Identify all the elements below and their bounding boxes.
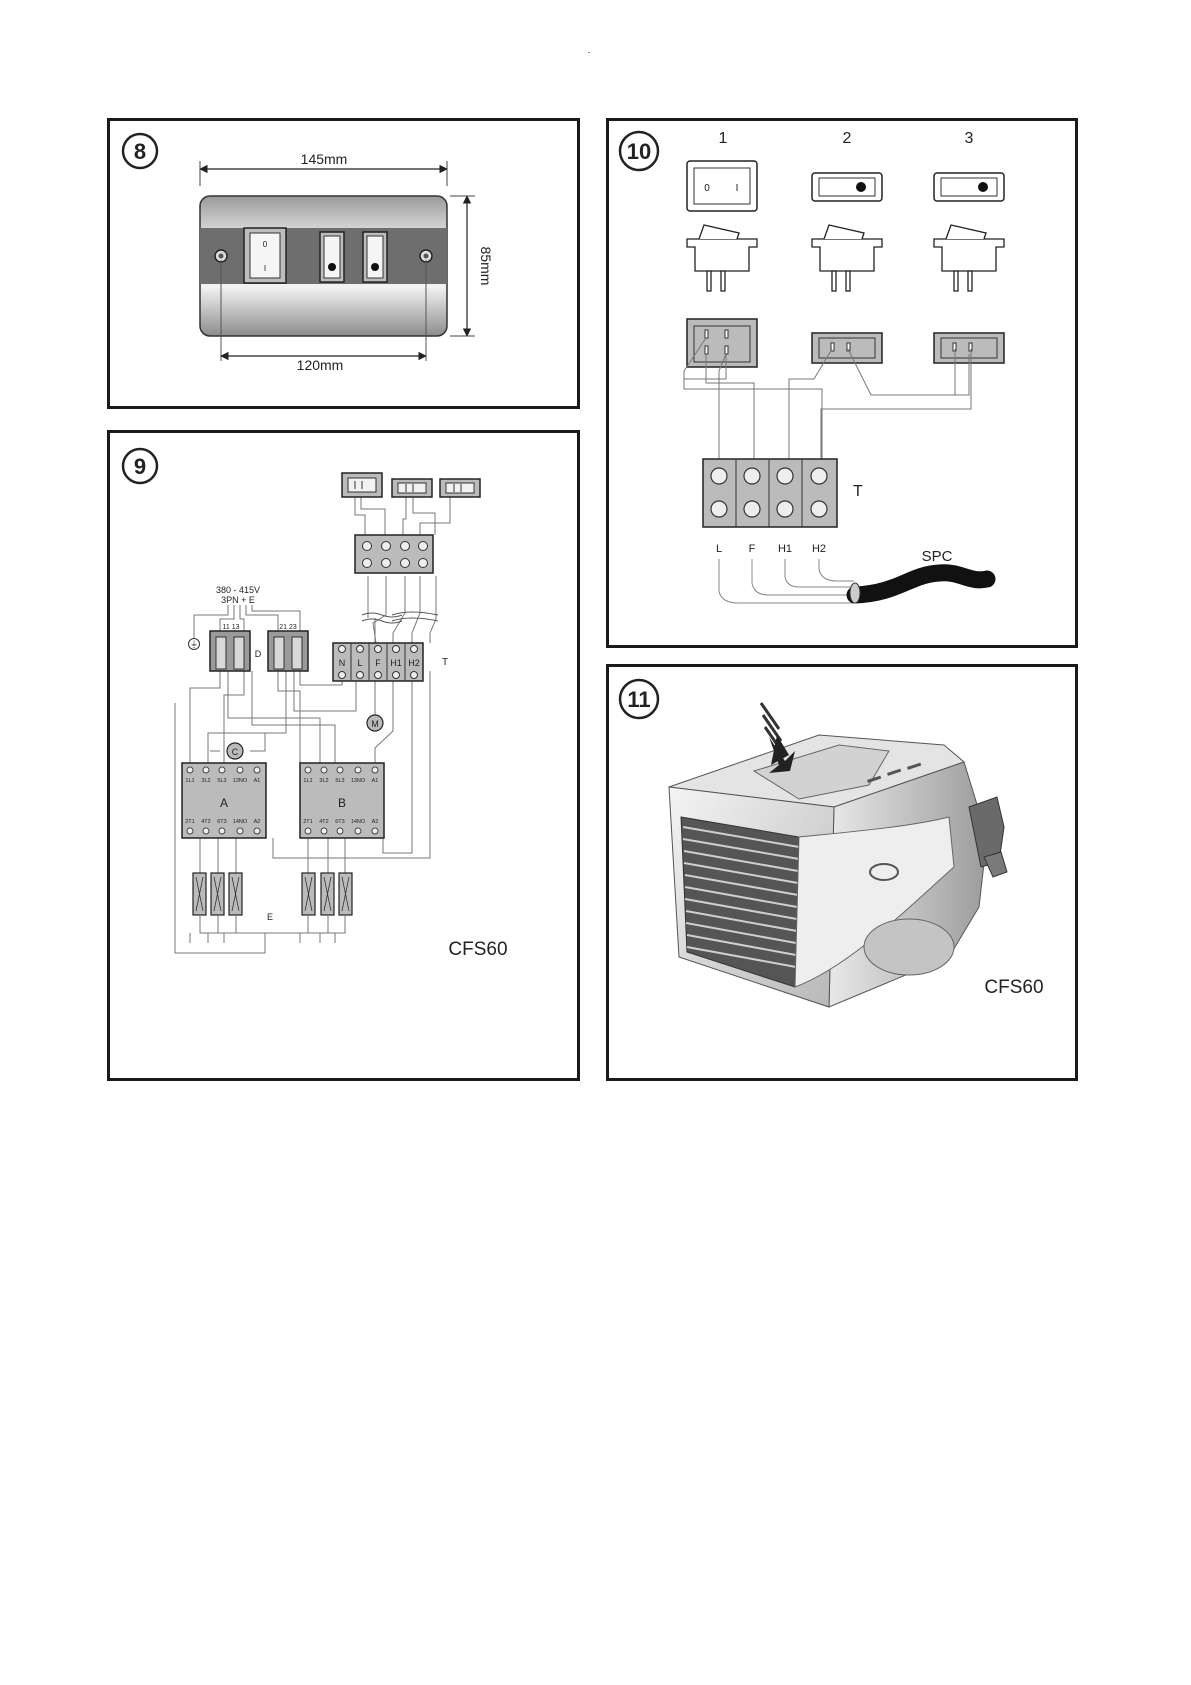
capacitor-icon: C [227, 743, 243, 759]
panel-9-wiring-diagram: 9 [107, 430, 580, 1081]
supply-phase-label: 3PN + E [221, 595, 255, 605]
heater-unit [669, 735, 1007, 1007]
panel-9-number: 9 [134, 454, 146, 479]
earth-icon: ⏚ [189, 639, 200, 650]
contactor-b-pin-a1: A1 [372, 778, 379, 784]
contactor-b-pin-a2: A2 [372, 819, 379, 825]
panel-9-model-label: CFS60 [448, 939, 507, 960]
height-label: 85mm [478, 247, 494, 286]
contactor-b-pin-6t3: 6T3 [335, 819, 344, 825]
isolator-d: 11 13 21 23 D [210, 624, 308, 671]
main-switch-on-mark: I [264, 264, 266, 273]
switch-3-front-view [934, 173, 1004, 201]
panel-11-drawing: 11 [609, 667, 1075, 1078]
terminal-block-label: T [853, 483, 863, 500]
contactor-a-pin-4t2: 4T2 [201, 819, 210, 825]
terminal-f: F [375, 658, 381, 668]
heating-elements [193, 873, 352, 915]
switch-side-pins [707, 271, 972, 291]
contactor-a-pin-1l1: 1L1 [185, 778, 194, 784]
panel-10-drawing: 10 1 2 3 0 I [609, 121, 1075, 645]
switch-number-2: 2 [843, 130, 852, 147]
panel-11-number: 11 [627, 687, 650, 712]
main-terminal-block: N L F H1 H2 [333, 643, 423, 681]
rocker-switch-3 [363, 232, 387, 282]
cable-spc [850, 573, 987, 603]
print-speck [588, 52, 590, 53]
panel-10-number: 10 [627, 139, 651, 164]
switch-block-1 [342, 473, 382, 497]
terminal-h2: H2 [408, 658, 420, 668]
main-terminal-label: T [442, 657, 448, 668]
capacitor-label: C [232, 747, 239, 757]
contactor-b-pin-3l2: 3L2 [319, 778, 328, 784]
isolator-label: D [255, 649, 262, 659]
switch-block-3 [440, 479, 480, 497]
contactor-a-pin-a2: A2 [254, 819, 261, 825]
element-label: E [267, 912, 273, 922]
panel-10-switch-wiring: 10 1 2 3 0 I [606, 118, 1078, 648]
contactor-b-pin-4t2: 4T2 [319, 819, 328, 825]
cable-label: SPC [922, 548, 953, 565]
switch-2-front-view [812, 173, 882, 201]
main-switch-off-mark: 0 [263, 240, 268, 249]
terminal-n: N [339, 658, 346, 668]
earth-symbol: ⏚ [190, 640, 198, 649]
motor-label: M [371, 719, 379, 729]
contactor-a: 1L1 3L2 5L3 13NO A1 2T1 4T2 6T3 14NO A2 … [182, 763, 266, 838]
switch-number-1: 1 [719, 130, 728, 147]
panel-8-drawing: 8 145mm 0 I 85mm 120mm [110, 121, 577, 406]
contactor-a-pin-6t3: 6T3 [217, 819, 226, 825]
panel-9-drawing: 9 [110, 433, 577, 1078]
panel-8-number-badge: 8 [123, 134, 157, 168]
contactor-b-pin-13no: 13NO [351, 778, 366, 784]
terminal-label-f: F [749, 543, 756, 555]
terminal-block-t [703, 459, 837, 527]
contactor-b-pin-1l1: 1L1 [303, 778, 312, 784]
motor-icon: M [367, 715, 383, 731]
panel-11-model-label: CFS60 [984, 977, 1043, 998]
isolator-contacts-2: 21 23 [279, 624, 297, 631]
switch-1-front-view: 0 I [687, 161, 757, 211]
switch-terminal-block [355, 535, 433, 573]
terminal-l: L [357, 658, 362, 668]
contactor-a-pin-2t1: 2T1 [185, 819, 194, 825]
contactor-a-pin-a1: A1 [254, 778, 261, 784]
contactor-a-label: A [220, 796, 228, 810]
isolator-contacts-1: 11 13 [223, 624, 240, 631]
contactor-b-pin-5l3: 5L3 [335, 778, 344, 784]
switch-side-views [687, 225, 1004, 271]
panel-11-heater-illustration: 11 [606, 664, 1078, 1081]
main-rocker-switch: 0 I [244, 228, 286, 283]
contactor-b-label: B [338, 796, 346, 810]
contactor-a-pin-14no: 14NO [233, 819, 248, 825]
panel-8-number: 8 [134, 139, 146, 164]
rocker-switch-2 [320, 232, 344, 282]
contactor-b: 1L1 3L2 5L3 13NO A1 2T1 4T2 6T3 14NO A2 … [300, 763, 384, 838]
switch-block-2 [392, 479, 432, 497]
contactor-a-pin-13no: 13NO [233, 778, 248, 784]
switch-1-off-mark: 0 [704, 183, 710, 194]
switch-1-rear-view [687, 319, 757, 367]
panel-10-number-badge: 10 [620, 132, 658, 170]
terminal-label-l: L [716, 543, 722, 555]
cable-cores [719, 559, 854, 603]
panel-8-switch-plate-dimensions: 8 145mm 0 I 85mm 120mm [107, 118, 580, 409]
switch-2-rear-view [812, 333, 882, 363]
width-label: 145mm [301, 151, 348, 167]
hole-spacing-label: 120mm [297, 357, 344, 373]
panel-11-number-badge: 11 [620, 680, 658, 718]
terminal-h1: H1 [390, 658, 402, 668]
contactor-b-pin-2t1: 2T1 [303, 819, 312, 825]
contactor-a-pin-5l3: 5L3 [217, 778, 226, 784]
switch-1-on-mark: I [736, 183, 739, 194]
contactor-a-pin-3l2: 3L2 [201, 778, 210, 784]
terminal-label-h2: H2 [812, 543, 826, 555]
contactor-b-pin-14no: 14NO [351, 819, 366, 825]
switch-number-3: 3 [965, 130, 974, 147]
panel-9-number-badge: 9 [123, 449, 157, 483]
terminal-label-h1: H1 [778, 543, 792, 555]
supply-voltage-label: 380 - 415V [216, 585, 260, 595]
